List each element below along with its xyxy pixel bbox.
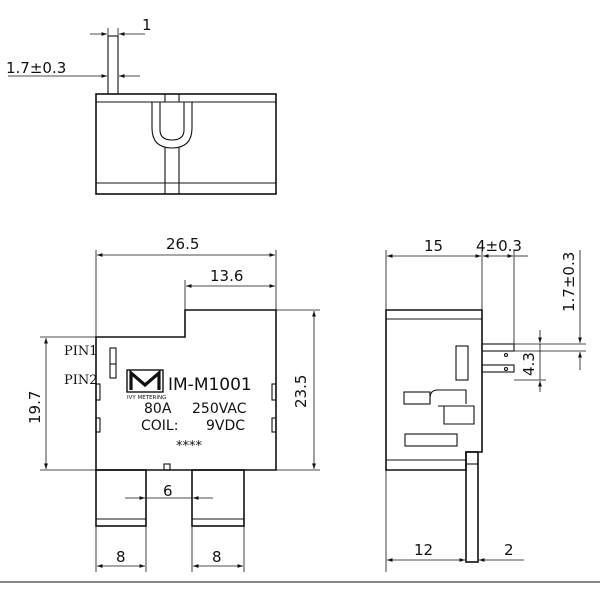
dim-depth: 15 [424,237,443,255]
dim-pin-thickness: 1 [142,16,152,34]
dim-pin-gap: 6 [163,482,173,500]
dim-pin-spacing: 4.3 [520,352,538,376]
coil-label: COIL: [141,418,178,434]
dim-terminal: 2 [504,541,514,559]
pin2-label: PIN2 [64,373,98,388]
model-number: IM-M1001 [168,375,252,395]
rated-voltage: 250VAC [192,401,247,417]
top-view: 1 1.7±0.3 [6,16,277,195]
side-view-coil-pin-1 [481,343,515,352]
front-view: PIN1 PIN2 IVY METERING IM-M1001 80A 250V… [26,235,320,572]
logo-caption: IVY METERING [127,395,166,401]
dim-pin-offset: 1.7±0.3 [6,59,66,77]
dim-pin-left-width: 8 [116,548,126,566]
side-view-coil-pin-2 [481,364,515,373]
coil-pin-marker [109,347,117,379]
top-view-pin [107,35,119,95]
rated-current: 80A [144,401,172,417]
side-view-terminal [465,451,479,563]
date-code: **** [176,439,203,454]
dim-pin-offset-v: 1.7±0.3 [560,252,578,312]
dim-step: 13.6 [210,267,243,285]
top-view-body [95,93,277,195]
dim-pin-right-width: 8 [212,548,222,566]
side-view: 15 4±0.3 1.7±0.3 4.3 12 2 [385,237,586,572]
dim-pin-pos: 4±0.3 [476,237,522,255]
dim-height-right: 23.5 [292,375,310,408]
coil-voltage: 9VDC [206,418,245,434]
dim-width: 26.5 [166,235,199,253]
dim-base: 12 [414,541,433,559]
pin1-label: PIN1 [64,344,98,359]
dim-height-left: 19.7 [26,391,44,424]
brand-logo: IVY METERING [126,369,166,401]
top-view-pin-slot [151,102,193,149]
